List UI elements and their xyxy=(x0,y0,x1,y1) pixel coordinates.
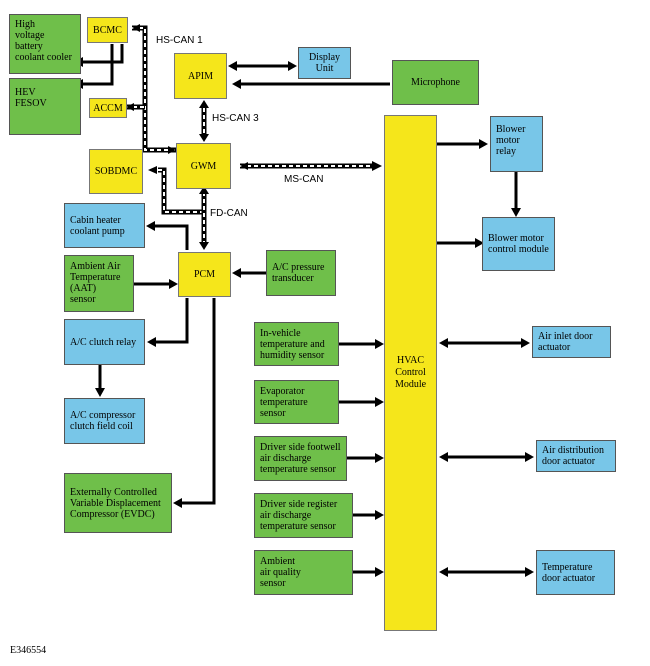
pcm-to-evdc xyxy=(179,298,216,505)
ms-can-label: MS-CAN xyxy=(284,174,324,185)
hvac-control-module: HVAC Control Module xyxy=(384,115,437,631)
sobdmc-module: SOBDMC xyxy=(89,149,143,194)
aat-sensor: Ambient Air Temperature (AAT) sensor xyxy=(64,255,134,312)
pcm-module: PCM xyxy=(178,252,231,297)
figure-id: E346554 xyxy=(10,645,47,656)
temperature-door-actuator: Temperature door actuator xyxy=(536,550,615,595)
evaporator-temp-sensor: Evaporator temperature sensor xyxy=(254,380,339,424)
wire-lines xyxy=(83,44,529,574)
footwell-discharge-temp-sensor: Driver side footwell air discharge tempe… xyxy=(254,436,347,481)
air-distribution-door-actuator: Air distribution door actuator xyxy=(536,440,616,472)
gwm-module: GWM xyxy=(176,143,231,189)
pcm-to-heater xyxy=(152,224,189,250)
apim-module: APIM xyxy=(174,53,227,99)
evdc-compressor: Externally Controlled Variable Displacem… xyxy=(64,473,172,533)
cabin-heater-coolant-pump: Cabin heater coolant pump xyxy=(64,203,145,248)
hs-can1-label: HS-CAN 1 xyxy=(156,35,203,46)
wire-arrowheads xyxy=(74,57,534,577)
hev-fesov: HEV FESOV xyxy=(9,78,81,135)
register-discharge-temp-sensor: Driver side register air discharge tempe… xyxy=(254,493,353,538)
pcm-to-clutch-relay xyxy=(152,298,189,344)
in-vehicle-temp-humidity-sensor: In-vehicle temperature and humidity sens… xyxy=(254,322,339,366)
network-buses xyxy=(126,25,372,242)
blower-motor-relay: Blower motor relay xyxy=(490,116,543,172)
bus-arrowheads xyxy=(126,24,382,250)
hv-battery-coolant-cooler: High voltage battery coolant cooler xyxy=(9,14,81,74)
display-unit: Display Unit xyxy=(298,47,351,79)
bcmc-module: BCMC xyxy=(87,17,128,43)
accm-module: ACCM xyxy=(89,98,127,118)
bcmc-to-fesov xyxy=(83,44,114,86)
blower-motor-control-module: Blower motor control module xyxy=(482,217,555,271)
microphone: Microphone xyxy=(392,60,479,105)
ambient-air-quality-sensor: Ambient air quality sensor xyxy=(254,550,353,595)
bcmc-to-cooler xyxy=(83,44,124,64)
ac-pressure-transducer: A/C pressure transducer xyxy=(266,250,336,296)
fd-can-label: FD-CAN xyxy=(210,208,248,219)
ac-compressor-clutch-field-coil: A/C compressor clutch field coil xyxy=(64,398,145,444)
hs-can1-line xyxy=(132,25,176,153)
ac-clutch-relay: A/C clutch relay xyxy=(64,319,145,365)
hs-can3-label: HS-CAN 3 xyxy=(212,113,259,124)
air-inlet-door-actuator: Air inlet door actuator xyxy=(532,326,611,358)
